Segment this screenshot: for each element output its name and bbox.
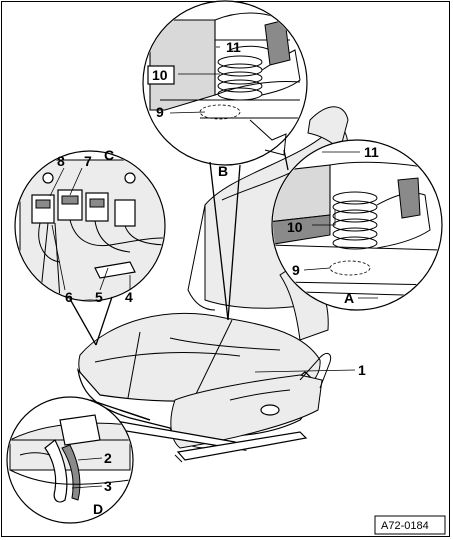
detail-label-c: C bbox=[104, 147, 114, 163]
callout-6: 6 bbox=[65, 289, 73, 305]
figure-code-box bbox=[374, 515, 446, 535]
callout-2: 2 bbox=[104, 450, 112, 466]
callout-3: 3 bbox=[104, 478, 112, 494]
detail-label-d: D bbox=[93, 501, 103, 517]
detail-c bbox=[14, 150, 166, 302]
detail-b bbox=[142, 0, 308, 166]
callout-10-right: 10 bbox=[287, 219, 303, 235]
callout-1: 1 bbox=[358, 362, 366, 378]
callout-4: 4 bbox=[125, 289, 133, 305]
detail-pointers bbox=[69, 119, 289, 421]
callout-9-right: 9 bbox=[292, 262, 300, 278]
callout-11-top: 11 bbox=[226, 39, 241, 55]
callout-10-top: 10 bbox=[152, 67, 168, 83]
callout-11-right: 11 bbox=[364, 144, 379, 160]
leader-lines bbox=[49, 46, 378, 489]
callout-5: 5 bbox=[95, 289, 103, 305]
callout-9-top: 9 bbox=[156, 104, 164, 120]
callout-7: 7 bbox=[84, 153, 92, 169]
figure-code: A72-0184 bbox=[381, 520, 429, 532]
callout-10-top-box bbox=[147, 65, 175, 85]
detail-d bbox=[6, 396, 134, 524]
detail-label-b: B bbox=[218, 163, 228, 179]
callout-8: 8 bbox=[57, 153, 65, 169]
detail-label-a: A bbox=[344, 290, 354, 306]
